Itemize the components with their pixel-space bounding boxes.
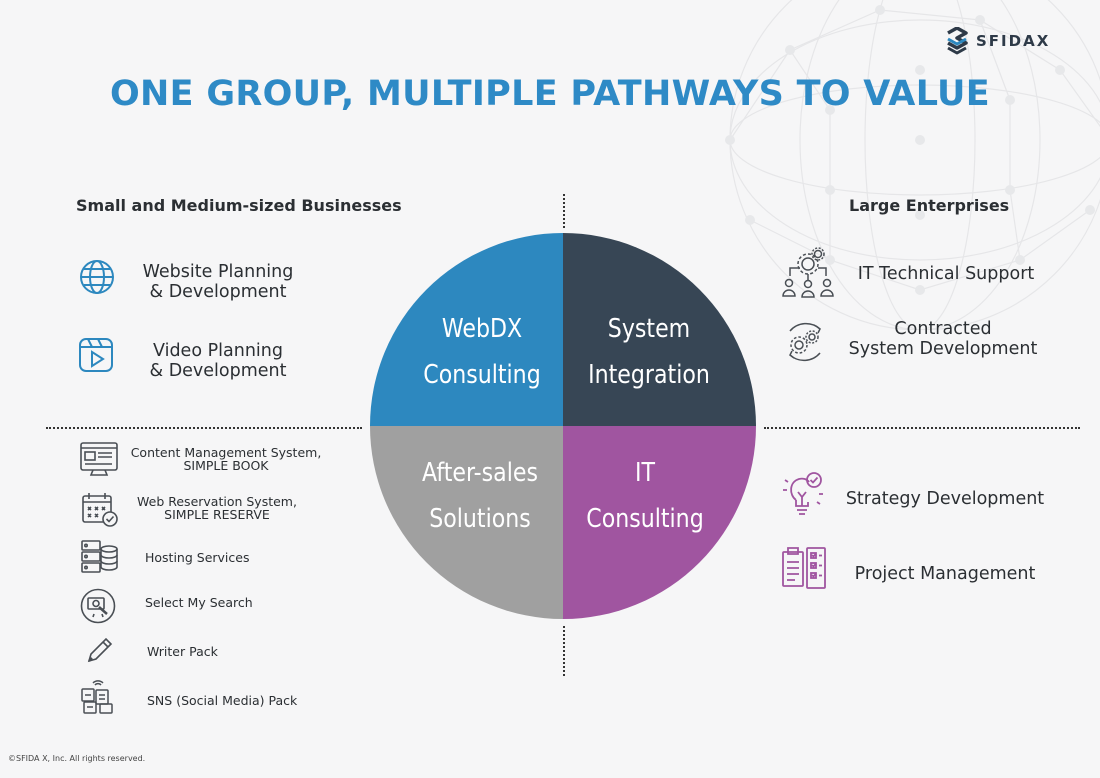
- service-project-management: Project Management: [854, 564, 1036, 584]
- sfidax-logo-icon: [947, 27, 968, 55]
- service-strategy-development: Strategy Development: [845, 489, 1045, 509]
- product-sns-pack: SNS (Social Media) Pack: [147, 693, 298, 708]
- copyright-footer: ©SFIDA X, Inc. All rights reserved.: [8, 754, 146, 763]
- search-gear-icon: [80, 588, 116, 624]
- divider-top: [563, 194, 565, 228]
- heading-small-medium-businesses: Small and Medium-sized Businesses: [76, 196, 402, 215]
- checklist-icon: [782, 547, 826, 589]
- social-media-icon: [81, 680, 113, 714]
- gears-circle-icon: [789, 322, 821, 362]
- team-gears-icon: [782, 247, 834, 298]
- product-hosting-services: Hosting Services: [145, 550, 250, 565]
- background-globe-graphic: [725, 0, 1100, 330]
- brand-logo: SFIDAX: [944, 27, 1050, 55]
- product-simple-reserve: Web Reservation System, SIMPLE RESERVE: [137, 494, 297, 522]
- service-website-planning: Website Planning & Development: [142, 262, 294, 302]
- quadrant-it-consulting[interactable]: [563, 426, 756, 619]
- quadrant-after-sales-solutions[interactable]: [370, 426, 563, 619]
- label-it-consulting: IT Consulting: [586, 458, 704, 534]
- product-select-my-search: Select My Search: [145, 595, 253, 610]
- pen-icon: [87, 637, 113, 663]
- service-it-technical-support: IT Technical Support: [857, 264, 1035, 284]
- quadrant-webdx-consulting[interactable]: [370, 233, 563, 426]
- service-contracted-system-development: Contracted System Development: [848, 319, 1038, 359]
- lightbulb-check-icon: [783, 472, 823, 515]
- label-system-integration: System Integration: [588, 314, 710, 390]
- server-database-icon: [81, 540, 118, 573]
- globe-icon: [80, 260, 114, 294]
- quadrant-system-integration[interactable]: [563, 233, 756, 426]
- calendar-check-icon: [82, 493, 118, 527]
- service-quadrant-circle: [370, 233, 756, 619]
- video-play-icon: [79, 338, 113, 372]
- label-webdx-consulting: WebDX Consulting: [423, 314, 541, 390]
- product-simple-book: Content Management System, SIMPLE BOOK: [130, 445, 322, 473]
- label-after-sales-solutions: After-sales Solutions: [422, 458, 538, 534]
- divider-bottom: [563, 626, 565, 676]
- heading-large-enterprises: Large Enterprises: [849, 196, 1010, 215]
- divider-left: [46, 427, 362, 429]
- brand-name: SFIDAX: [976, 32, 1051, 50]
- divider-right: [764, 427, 1080, 429]
- page-title: ONE GROUP, MULTIPLE PATHWAYS TO VALUE: [110, 74, 990, 114]
- service-video-planning: Video Planning & Development: [149, 341, 287, 381]
- product-writer-pack: Writer Pack: [147, 644, 218, 659]
- cms-window-icon: [80, 442, 118, 476]
